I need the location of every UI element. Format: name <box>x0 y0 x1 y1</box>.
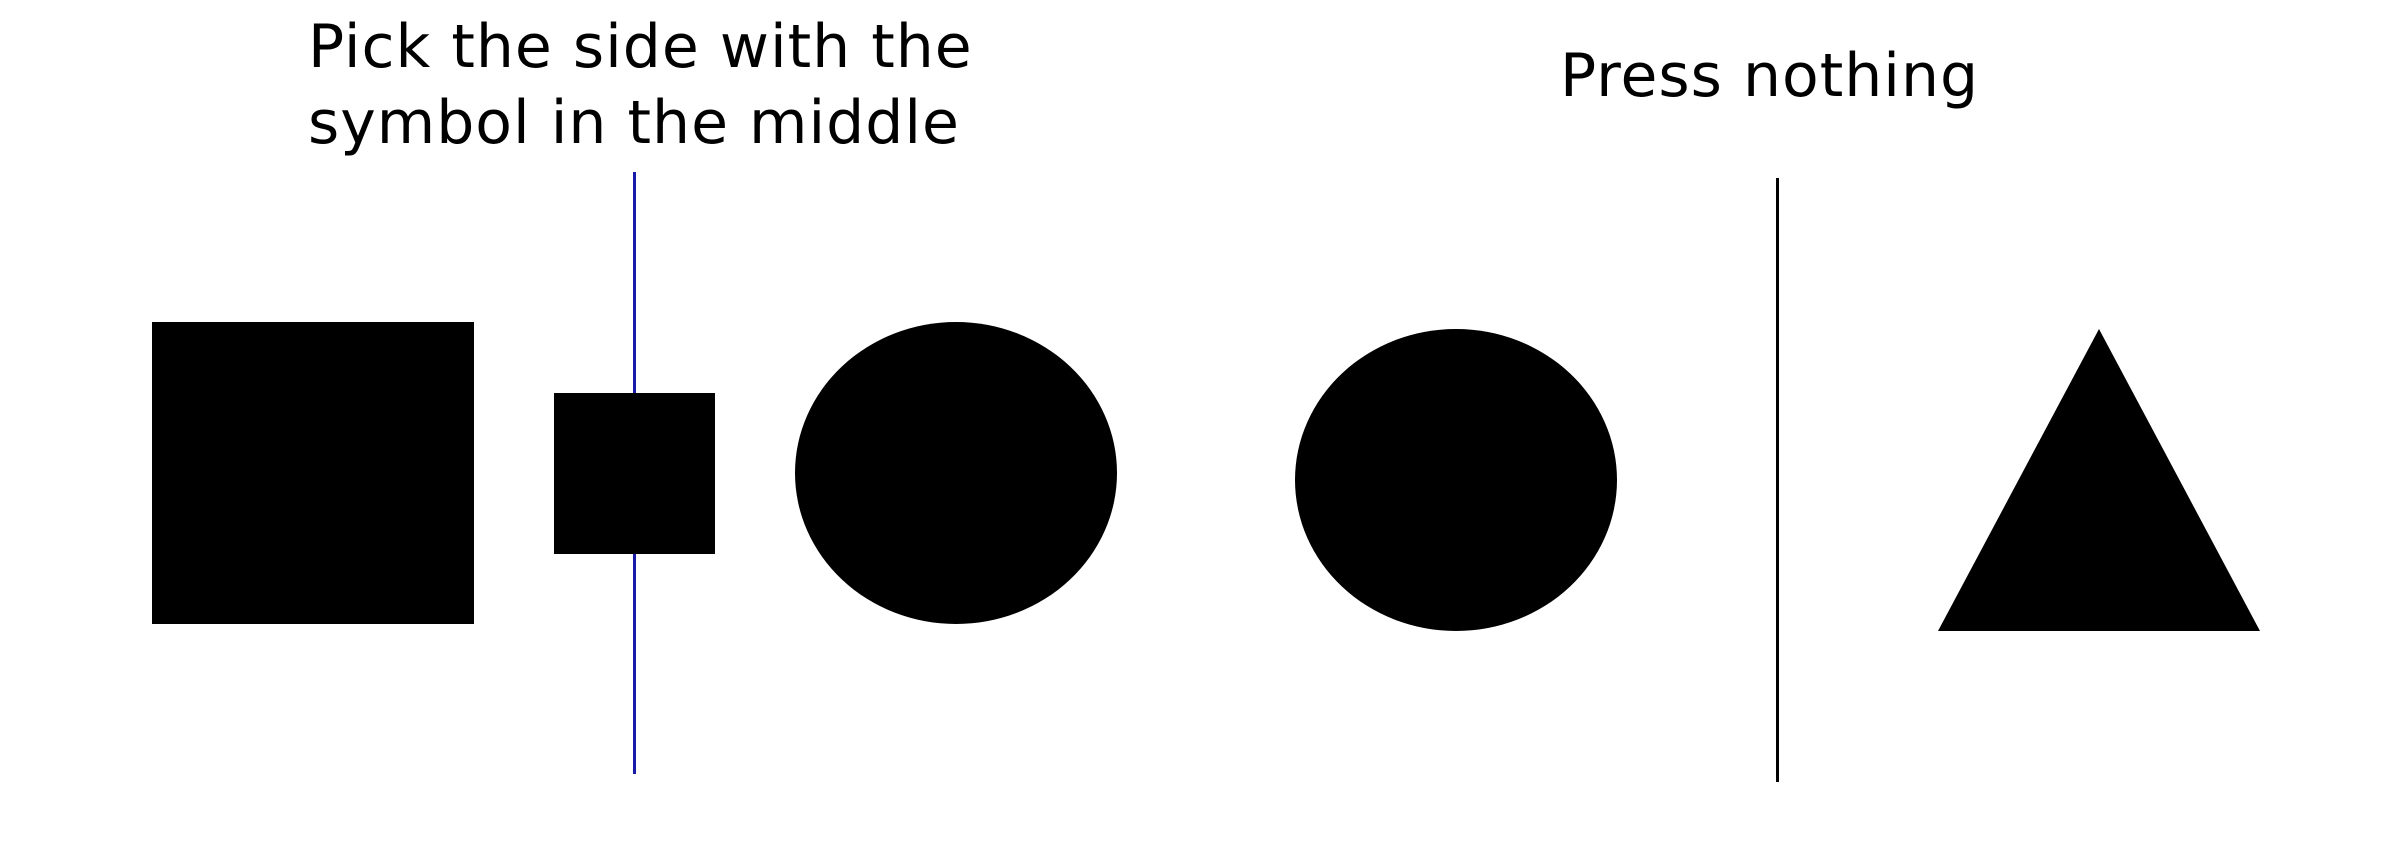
small-square-shape <box>554 393 715 554</box>
triangle-shape <box>1938 329 2260 631</box>
right-panel[interactable]: Press nothing <box>1200 0 2400 850</box>
left-circle-shape <box>795 322 1117 624</box>
left-instruction-text: Pick the side with the symbol in the mid… <box>308 12 973 158</box>
right-divider-line <box>1776 178 1779 782</box>
large-square-shape <box>152 322 474 624</box>
left-panel[interactable]: Pick the side with the symbol in the mid… <box>0 0 1200 850</box>
right-instruction-text: Press nothing <box>1560 41 1980 111</box>
right-circle-shape <box>1295 329 1617 631</box>
